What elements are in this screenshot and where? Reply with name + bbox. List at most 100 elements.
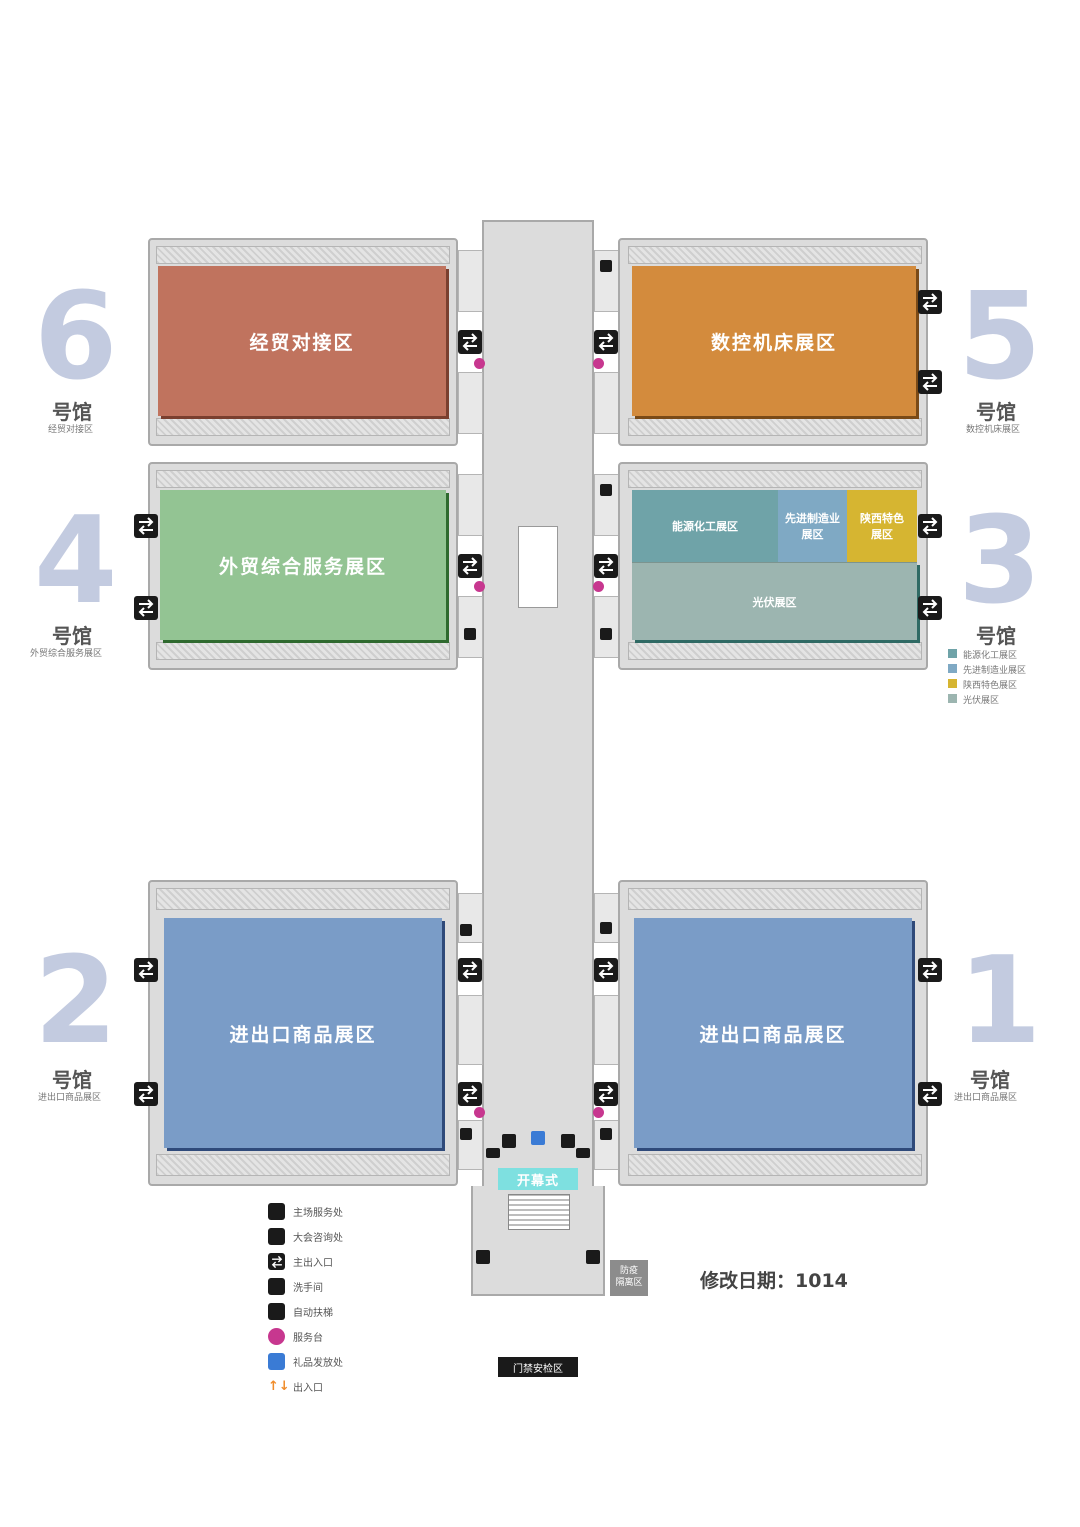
hall-subtitle: 经贸对接区 [48,425,94,435]
legend-label: 先进制造业展区 [963,666,1027,676]
hall-1[interactable]: 进出口商品展区 [618,880,928,1186]
legend-row: 主场服务处 [268,1199,343,1224]
hall-2[interactable]: 进出口商品展区 [148,880,458,1186]
entrance-icon[interactable] [458,1082,482,1106]
legend-label: 主场服务处 [293,1208,343,1219]
entrance-icon[interactable] [594,958,618,982]
legend-label: 出入口 [293,1383,323,1394]
restroom-icon [600,922,612,934]
entrance-icon[interactable] [134,1082,158,1106]
legend-row: 服务台 [268,1324,343,1349]
zone-economic-trade[interactable]: 经贸对接区 [158,266,446,416]
restroom-icon [268,1278,285,1295]
service-desk-icon [474,358,485,369]
legend-row: 大会咨询处 [268,1224,343,1249]
hall-number: 3 [958,492,1042,631]
corridor-nook [458,995,483,1065]
legend-row: 主出入口 [268,1249,343,1274]
modified-date: 修改日期：1014 [700,1270,848,1292]
entrance-icon[interactable] [134,596,158,620]
zone-foreign-trade-service[interactable]: 外贸综合服务展区 [160,490,446,640]
legend-row: ↑↓出入口 [268,1374,343,1399]
zone-label: 进出口商品展区 [229,1023,377,1046]
restroom-icon [600,484,612,496]
service-desk-icon [593,358,604,369]
restroom-icon [600,1128,612,1140]
info-desk-icon [586,1250,600,1264]
escalator-icon [561,1134,575,1148]
gift-icon [268,1353,285,1370]
zone-label: 先进制造业展区 [785,512,840,541]
corridor-nook [458,474,483,536]
entrance-icon[interactable] [458,554,482,578]
restroom-icon [600,260,612,272]
hall-number: 1 [958,932,1042,1071]
zone-label: 陕西特色展区 [860,512,904,541]
zone-cnc-machine[interactable]: 数控机床展区 [632,266,916,416]
entrance-icon[interactable] [918,370,942,394]
zone-label: 外贸综合服务展区 [218,555,387,578]
corridor-nook [594,995,619,1065]
zone-shaanxi-specialty[interactable]: 陕西特色展区 [847,490,917,562]
hall-word: 号馆 [970,1068,1010,1092]
hall-5[interactable]: 数控机床展区 [618,238,928,446]
service-desk-icon [474,581,485,592]
info-desk-icon [486,1148,500,1158]
legend-label: 洗手间 [293,1283,323,1294]
entrance-icon[interactable] [918,514,942,538]
quarantine-area[interactable]: 防疫 隔离区 [610,1260,648,1296]
legend-label: 陕西特色展区 [963,681,1018,691]
entrance-icon[interactable] [458,330,482,354]
hall-number: 2 [34,932,118,1071]
entrance-icon[interactable] [918,1082,942,1106]
entrance-icon [268,1253,285,1270]
zone-import-export[interactable]: 进出口商品展区 [634,918,912,1148]
opening-ceremony-area[interactable]: 开幕式 [498,1168,578,1190]
entrance-icon[interactable] [594,554,618,578]
hall-3[interactable]: 能源化工展区 先进制造业展区 陕西特色展区 光伏展区 [618,462,928,670]
quarantine-line1: 防疫 [619,1266,638,1276]
staff-service-icon [476,1250,490,1264]
hall-subtitle: 进出口商品展区 [954,1093,1018,1103]
corridor-nook [594,596,619,658]
hall-number: 5 [958,268,1042,407]
zone-label: 进出口商品展区 [699,1023,847,1046]
opening-label: 开幕式 [516,1173,559,1189]
entrance-icon[interactable] [918,290,942,314]
legend-label: 自动扶梯 [293,1308,333,1319]
hall-word: 号馆 [52,624,92,648]
entrance-icon[interactable] [134,958,158,982]
escalator-icon [268,1303,285,1320]
zone-advanced-manufacturing[interactable]: 先进制造业展区 [778,490,847,562]
service-desk-icon [593,581,604,592]
legend-label: 礼品发放处 [293,1358,343,1369]
escalator-icon [502,1134,516,1148]
central-corridor [482,220,594,1296]
service-desk-icon [593,1107,604,1118]
hall-6[interactable]: 经贸对接区 [148,238,458,446]
legend-label: 服务台 [293,1333,323,1344]
zone-label: 经贸对接区 [249,331,355,354]
zone-photovoltaic[interactable]: 光伏展区 [632,562,917,640]
entrance-icon[interactable] [918,958,942,982]
ticket-security-area[interactable]: 门禁安检区 [498,1357,578,1377]
zone-label: 能源化工展区 [672,520,738,533]
entrance-icon[interactable] [458,958,482,982]
hall-4[interactable]: 外贸综合服务展区 [148,462,458,670]
exit-door-icon: ↑↓ [268,1379,290,1394]
entrance-icon[interactable] [594,1082,618,1106]
info-desk-icon [576,1148,590,1158]
service-desk-icon [474,1107,485,1118]
legend-row: 洗手间 [268,1274,343,1299]
hall-word: 号馆 [52,1068,92,1092]
zone-import-export[interactable]: 进出口商品展区 [164,918,442,1148]
hall-subtitle: 进出口商品展区 [38,1093,102,1103]
entrance-icon[interactable] [594,330,618,354]
entrance-icon[interactable] [134,514,158,538]
hall-word: 号馆 [976,624,1016,648]
entrance-icon[interactable] [918,596,942,620]
legend-row: 自动扶梯 [268,1299,343,1324]
corridor-nook [458,250,483,312]
zone-energy-chemical[interactable]: 能源化工展区 [632,490,778,562]
restroom-icon [600,628,612,640]
